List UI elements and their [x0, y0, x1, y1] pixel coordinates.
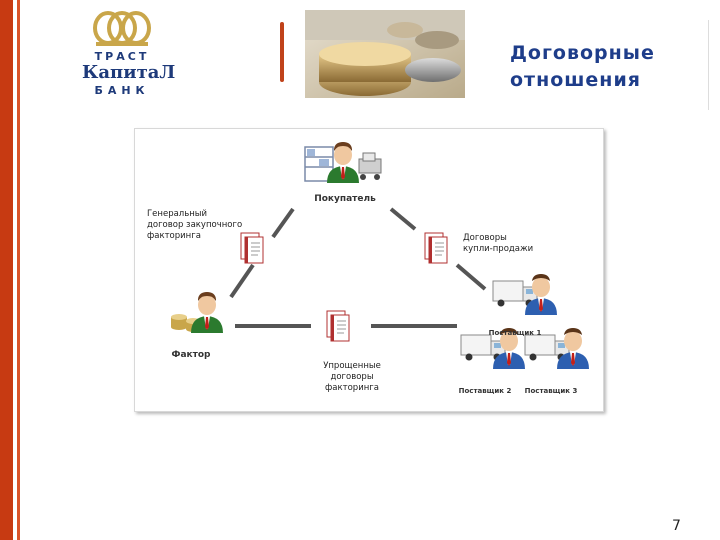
general-contract-line3: факторинга	[147, 231, 201, 241]
factor-label: Фактор	[172, 350, 212, 360]
document-sale-contracts-icon	[424, 232, 448, 264]
coins-photo	[305, 10, 465, 98]
buyer-label: Покупатель	[314, 194, 376, 204]
sale-contracts-label: Договоры купли-продажи	[463, 233, 533, 255]
simplified-line2: договоры	[330, 372, 374, 382]
left-accent-bar	[0, 0, 13, 540]
logo-text-kapital: КапитаЛ	[82, 62, 176, 83]
slide-title: Договорные отношения	[510, 40, 700, 94]
slide-title-line1: Договорные	[510, 42, 655, 64]
simplified-line1: Упрощенные	[323, 361, 381, 371]
supplier1-label: Поставщик 1	[489, 329, 542, 337]
supplier2-label: Поставщик 2	[459, 387, 512, 395]
page-number: 7	[672, 518, 681, 534]
slide-title-line2: отношения	[510, 69, 641, 91]
supplier3-label: Поставщик 3	[525, 387, 578, 395]
document-general-contract-icon	[240, 232, 264, 264]
logo-text-bank: БАНК	[94, 84, 150, 97]
bank-logo: ТРАСТ КапитаЛ БАНК	[82, 10, 176, 102]
general-contract-line1: Генеральный	[147, 209, 208, 219]
supplier1-node-icon	[492, 274, 557, 315]
sale-contracts-line2: купли-продажи	[463, 244, 534, 254]
contracts-diagram: Покупатель Фактор Поставщик 1 Поставщик …	[134, 128, 604, 412]
header-right-divider	[708, 20, 709, 110]
simplified-line3: факторинга	[325, 383, 379, 393]
logo-text-trast: ТРАСТ	[94, 50, 150, 63]
logo-rings-icon	[93, 11, 151, 46]
diagram-graphics: Покупатель Фактор Поставщик 1 Поставщик …	[171, 142, 589, 395]
factor-node-icon	[171, 292, 223, 333]
left-accent-stripe	[17, 0, 20, 540]
general-contract-label: Генеральный договор закупочного факторин…	[147, 209, 242, 242]
edge-buyer-factor-left	[271, 207, 295, 239]
buyer-node-icon	[304, 142, 382, 183]
simplified-contracts-label: Упрощенные договоры факторинга	[307, 361, 397, 394]
header-separator	[280, 22, 284, 82]
edge-buyer-factor-lower	[229, 263, 255, 299]
general-contract-line2: договор закупочного	[147, 220, 243, 230]
sale-contracts-line1: Договоры	[463, 233, 507, 243]
edge-buyer-supplier-lower	[455, 263, 487, 291]
edge-buyer-supplier-upper	[389, 207, 417, 231]
document-simplified-contracts-icon	[326, 310, 350, 342]
